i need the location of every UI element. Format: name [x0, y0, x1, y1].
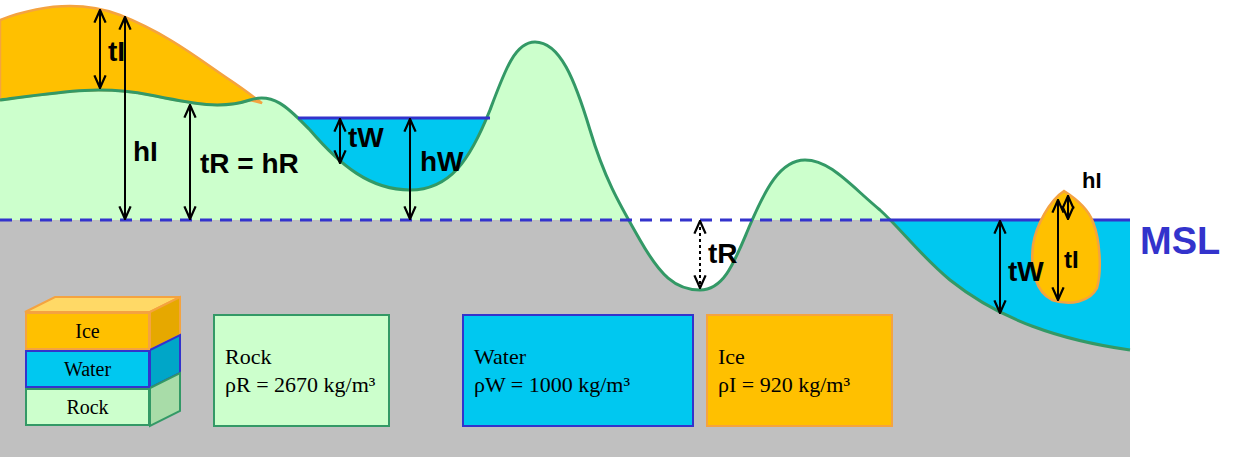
msl-line — [0, 219, 885, 222]
material-name: Rock — [66, 395, 108, 420]
lake-surface — [298, 117, 490, 120]
dimension-arrow — [1067, 196, 1069, 219]
height-label: hI — [1082, 170, 1102, 192]
material-name: Water — [474, 343, 526, 371]
thickness-label: tR — [708, 240, 738, 268]
dimension-arrow — [189, 105, 191, 219]
rock-density-box: RockρR = 2670 kg/m³ — [213, 314, 390, 427]
layer-cube — [25, 297, 180, 426]
cube-side-face — [150, 373, 180, 426]
thickness-label: tI — [1064, 248, 1079, 272]
ice-density-box: IceρI = 920 kg/m³ — [706, 314, 893, 427]
dimension-arrow — [99, 10, 101, 88]
density-value: ρW = 1000 kg/m³ — [474, 371, 630, 399]
dimension-arrow — [699, 221, 701, 288]
ground-below-msl — [0, 220, 1130, 457]
dimension-arrows — [100, 10, 1068, 313]
ice-sheet — [0, 6, 262, 105]
ice-layer: Ice — [25, 312, 150, 350]
dimension-arrow — [409, 119, 411, 219]
material-name: Ice — [75, 319, 99, 344]
thickness-label: tI — [108, 38, 125, 66]
msl-label: MSL — [1140, 222, 1220, 260]
material-name: Water — [64, 357, 111, 382]
density-value: ρR = 2670 kg/m³ — [225, 371, 375, 399]
height-label: hI — [133, 138, 158, 166]
water-density-box: WaterρW = 1000 kg/m³ — [462, 314, 694, 427]
material-name: Rock — [225, 343, 271, 371]
height-label: hW — [420, 148, 464, 176]
dimension-arrow — [1057, 200, 1059, 300]
thickness-label: tR = hR — [200, 150, 299, 178]
thickness-label: tW — [1008, 258, 1044, 286]
density-value: ρI = 920 kg/m³ — [718, 371, 850, 399]
terrain-surface — [0, 42, 1130, 350]
dimension-arrow — [339, 119, 341, 163]
water-layer: Water — [25, 350, 150, 388]
thickness-label: tW — [348, 124, 384, 152]
material-name: Ice — [718, 343, 745, 371]
rock-layer: Rock — [25, 388, 150, 426]
dimension-arrow — [999, 221, 1001, 313]
